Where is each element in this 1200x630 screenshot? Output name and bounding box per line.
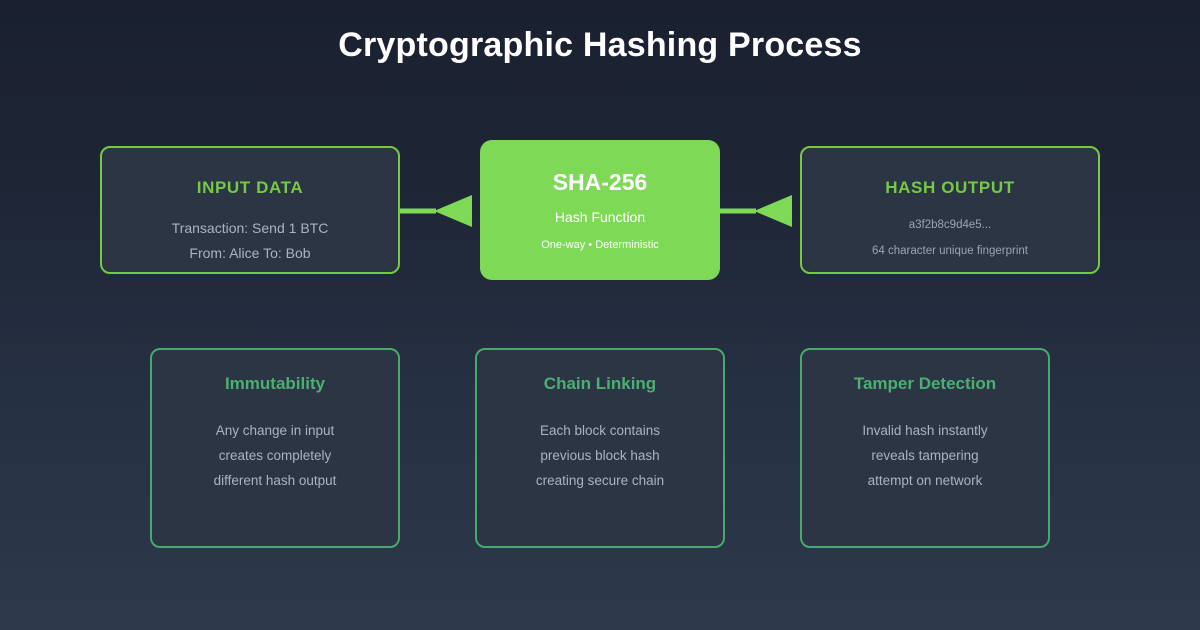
input-data-heading: INPUT DATA [196,178,304,197]
property-line: Invalid hash instantly [862,423,988,438]
property-card-chain-linking: Chain Linking Each block contains previo… [475,348,725,548]
property-card-immutability: Immutability Any change in input creates… [150,348,400,548]
property-heading: Immutability [224,374,326,393]
property-line: reveals tampering [871,448,979,463]
property-line: different hash output [213,473,337,488]
sha256-tagline: One-way • Deterministic [541,239,659,251]
property-line: attempt on network [867,473,983,488]
hash-output-caption: 64 character unique fingerprint [872,245,1028,257]
property-heading: Chain Linking [543,374,657,393]
property-line: creating secure chain [535,473,665,488]
sha256-subtitle: Hash Function [554,209,646,225]
input-data-line-1: Transaction: Send 1 BTC [171,220,329,236]
hash-output-heading: HASH OUTPUT [885,178,1015,197]
sha256-title: SHA-256 [552,169,648,195]
input-data-line-2: From: Alice To: Bob [189,245,311,261]
property-line: Any change in input [215,423,335,438]
property-line: creates completely [218,448,332,463]
hash-output-value: a3f2b8c9d4e5... [908,219,992,231]
connector-input-to-hash [400,195,480,227]
input-data-card: INPUT DATA Transaction: Send 1 BTC From:… [100,146,400,274]
property-line: previous block hash [540,448,660,463]
property-card-tamper-detection: Tamper Detection Invalid hash instantly … [800,348,1050,548]
connector-hash-to-output [720,195,800,227]
page-title: Cryptographic Hashing Process [338,26,862,64]
sha256-hash-function-card: SHA-256 Hash Function One-way • Determin… [480,140,720,280]
property-line: Each block contains [539,423,661,438]
hash-output-card: HASH OUTPUT a3f2b8c9d4e5... 64 character… [800,146,1100,274]
property-heading: Tamper Detection [853,374,997,393]
